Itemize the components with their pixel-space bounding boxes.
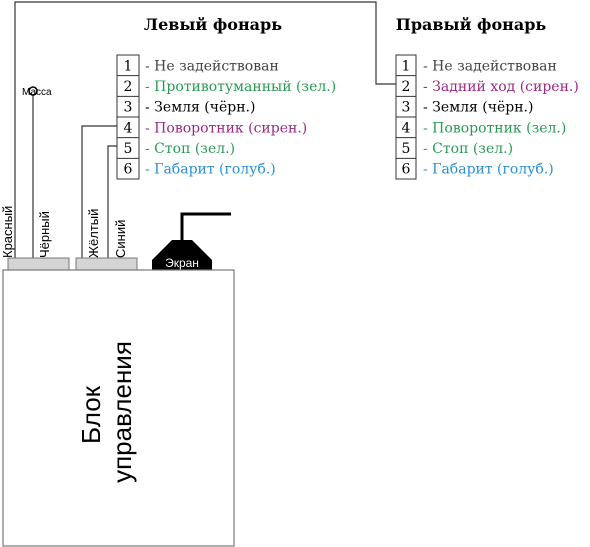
ground-label: Масса <box>22 87 52 98</box>
left-lamp-pin-number: 1 <box>124 58 133 74</box>
right-lamp-title: Правый фонарь <box>396 15 547 34</box>
right-lamp-pin-label: - Габарит (голуб.) <box>423 162 554 178</box>
left-lamp-pin-label: - Стоп (зел.) <box>145 141 235 157</box>
left-lamp-pin-number: 2 <box>124 79 133 95</box>
plug-connector-1 <box>7 257 70 271</box>
yellow-wire <box>81 125 117 262</box>
blue-wire-label: Синий <box>113 220 128 258</box>
black-wire-label: Чёрный <box>37 211 52 258</box>
screen-plug <box>152 240 212 270</box>
left-lamp-pin-number: 5 <box>124 141 133 157</box>
yellow-wire-label: Жёлтый <box>86 209 101 258</box>
wire-lines <box>14 1 396 262</box>
control-unit-line1: Блок <box>76 385 106 444</box>
left-lamp-pin-label: - Поворотник (сирен.) <box>145 120 307 136</box>
plug-connector-2 <box>75 257 138 271</box>
left-lamp-pin-number: 3 <box>124 100 133 116</box>
right-lamp-pin-number: 2 <box>402 79 411 95</box>
right-lamp-pin-label: - Поворотник (зел.) <box>423 120 566 136</box>
right-lamp-pin-label: - Земля (чёрн.) <box>423 100 533 116</box>
left-lamp-pin-label: - Габарит (голуб.) <box>145 162 276 178</box>
control-unit-box <box>2 269 235 547</box>
right-lamp-pin-label: - Задний ход (сирен.) <box>423 79 579 95</box>
right-lamp-pin-number: 6 <box>402 162 411 178</box>
left-lamp-pin-label: - Противотуманный (зел.) <box>145 79 336 95</box>
screen-connector: Экран <box>152 212 231 270</box>
left-lamp-pin-number: 4 <box>124 120 133 136</box>
right-lamp-pin-label: - Стоп (зел.) <box>423 141 513 157</box>
left-lamp-pin-label: - Не задействован <box>145 58 279 74</box>
right-lamp-pin-number: 3 <box>402 100 411 116</box>
screen-label: Экран <box>165 256 199 270</box>
left-lamp: Левый фонарь 1 - Не задействован 2 - Против… <box>116 15 336 180</box>
blue-wire <box>107 145 117 262</box>
right-lamp: Правый фонарь 1 - Не задействован 2 - Задни… <box>395 15 579 180</box>
screen-cable <box>180 212 231 240</box>
left-lamp-pin-label: - Земля (чёрн.) <box>145 100 255 116</box>
control-unit-line2: управления <box>107 341 137 483</box>
red-wire <box>14 1 396 262</box>
red-wire-label: Красный <box>0 206 15 258</box>
right-lamp-pin-number: 1 <box>402 58 411 74</box>
right-lamp-pin-label: - Не задействован <box>423 58 557 74</box>
left-lamp-pin-number: 6 <box>124 162 133 178</box>
right-lamp-pin-number: 4 <box>402 120 411 136</box>
right-lamp-pin-number: 5 <box>402 141 411 157</box>
ground-terminal-icon <box>28 86 38 96</box>
left-lamp-title: Левый фонарь <box>144 15 282 34</box>
